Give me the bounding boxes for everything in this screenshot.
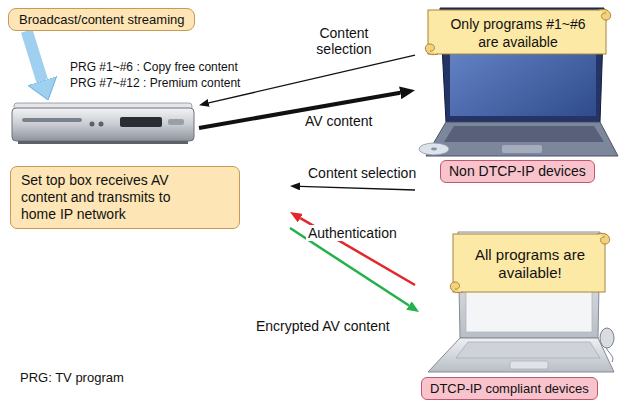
scroll-curl — [425, 44, 438, 55]
edge-label: Content selection — [309, 25, 379, 57]
scroll-curl — [450, 282, 463, 293]
node-text: Only programs #1~#6 are available — [443, 15, 593, 51]
set-top-box — [12, 103, 194, 144]
laptop-lid — [440, 8, 604, 122]
laptop-touchpad — [510, 361, 548, 369]
edge-label: AV content — [305, 113, 372, 129]
program-note: PRG #1~#6 : Copy free content — [70, 60, 238, 74]
set-top-box-unit: Set top box receives AV content and tran… — [10, 100, 290, 230]
availability-scroll: All programs are available! — [445, 228, 615, 300]
set-top-box-button — [99, 122, 104, 127]
node-text: All programs are available! — [470, 246, 590, 282]
request-arrow — [300, 186, 415, 190]
set-top-box-body — [12, 108, 194, 141]
device-label: Non DTCP-IP devices — [440, 160, 595, 183]
cd-hole — [431, 148, 437, 151]
scroll-curl — [597, 233, 610, 244]
edge-label: Encrypted AV content — [256, 318, 390, 334]
laptop-keyboard — [444, 126, 604, 142]
set-top-box-button — [168, 119, 184, 125]
set-top-box-foot — [18, 141, 188, 144]
node-text: Broadcast/content streaming — [19, 12, 184, 27]
scroll-sheet — [428, 10, 606, 54]
edge-label: Content selection — [308, 165, 416, 181]
cd-disc — [419, 143, 449, 155]
set-top-box-display — [120, 117, 162, 127]
scroll-curl — [598, 9, 611, 20]
scroll-sheet — [453, 234, 605, 292]
abbreviation-note: PRG: TV program — [20, 370, 124, 385]
set-top-box-button — [90, 122, 95, 127]
laptop-keyboard — [456, 342, 600, 358]
program-note: PRG #7~#12 : Premium content — [70, 76, 240, 90]
device-label: DTCP-IP compliant devices — [421, 377, 598, 400]
device-group: Only programs #1~#6 are availableNon DTC… — [415, 0, 618, 188]
laptop-silver — [428, 232, 614, 372]
scroll-shape — [420, 4, 616, 62]
set-top-box-slot — [22, 118, 82, 122]
source-box: Broadcast/content streaming — [8, 8, 195, 31]
mouse — [600, 328, 614, 348]
description-box: Set top box receives AV content and tran… — [10, 166, 240, 229]
laptop-base — [428, 338, 614, 372]
device-group: All programs are available! DTCP-IP compl… — [415, 178, 618, 400]
broadcast-arrow — [27, 31, 42, 81]
edge-label: Authentication — [306, 225, 399, 241]
authentication-arrow — [300, 218, 415, 285]
laptop-base — [426, 122, 618, 156]
laptop-dark — [419, 8, 618, 156]
availability-scroll: Only programs #1~#6 are available — [420, 4, 616, 62]
laptop-touchpad — [502, 145, 542, 153]
